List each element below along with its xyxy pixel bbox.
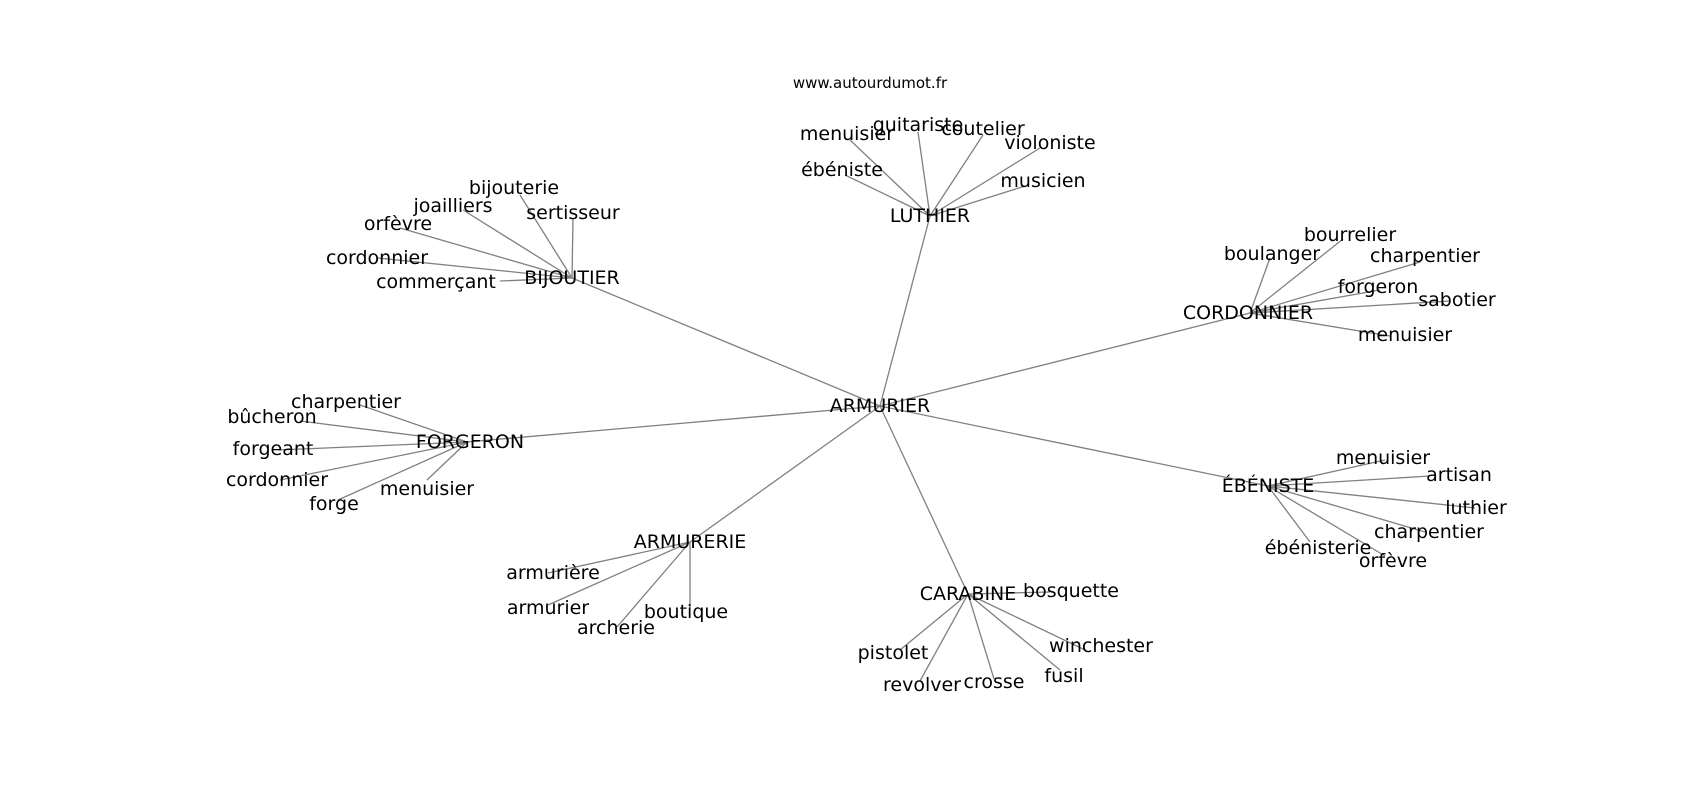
edge-cordonnier-forgeron [1249, 289, 1381, 314]
node-hub-bijoutier: BIJOUTIER [524, 267, 620, 289]
node-leaf-forgeron-cordonnier: cordonnier [226, 469, 328, 491]
edge-armurerie-archerie [616, 541, 691, 628]
node-leaf-ebeniste-charpentier: charpentier [1374, 521, 1484, 543]
edge-ebeniste-ebenisterie [1267, 485, 1311, 543]
node-hub-cordonnier: CORDONNIER [1183, 302, 1313, 324]
node-leaf-bijoutier-joailliers: joailliers [412, 195, 492, 217]
edge-cordonnier-menuisier [1249, 312, 1391, 337]
node-leaf-bijoutier-sertisseur: sertisseur [526, 202, 620, 224]
edge-carabine-bosquette [967, 591, 1051, 595]
node-leaf-luthier-guitariste: guitariste [873, 114, 964, 136]
node-hub-ebeniste: ÉBÉNISTE [1222, 474, 1315, 497]
graph-edges [277, 131, 1476, 682]
edge-ebeniste-artisan [1267, 475, 1431, 487]
node-leaf-cordonnier-forgeron: forgeron [1338, 276, 1419, 298]
edge-ebeniste-charpentier [1267, 485, 1426, 533]
graph-labels: ARMURIERLUTHIERmenuisierguitaristecoutel… [226, 114, 1507, 696]
node-leaf-ebeniste-menuisier: menuisier [1336, 447, 1430, 469]
edge-cordonnier-boulanger [1249, 257, 1271, 314]
edge-ebeniste-orfevre [1267, 485, 1386, 557]
edge-bijoutier-bijouterie [519, 194, 573, 279]
node-leaf-carabine-pistolet: pistolet [858, 642, 929, 664]
node-leaf-luthier-coutelier: coutelier [941, 118, 1024, 140]
node-leaf-bijoutier-orfevre: orfèvre [364, 213, 432, 235]
node-leaf-carabine-fusil: fusil [1044, 665, 1083, 687]
edge-carabine-winchester [967, 593, 1086, 651]
edge-forgeron-forgeant [277, 441, 468, 451]
edge-root-ebeniste [879, 405, 1269, 487]
node-leaf-luthier-musicien: musicien [1000, 170, 1085, 192]
edge-luthier-violoniste [929, 147, 1041, 217]
node-hub-carabine: CARABINE [920, 583, 1017, 605]
node-leaf-ebeniste-orfevre: orfèvre [1359, 550, 1427, 572]
edge-carabine-fusil [967, 593, 1061, 671]
edge-carabine-pistolet [899, 593, 969, 651]
edge-carabine-crosse [967, 593, 995, 680]
edge-armurerie-armuriere [547, 541, 691, 574]
node-leaf-bijoutier-commercant: commerçant [376, 271, 496, 293]
node-leaf-forgeron-charpentier: charpentier [291, 391, 401, 413]
node-leaf-carabine-revolver: revolver [883, 674, 961, 696]
node-leaf-carabine-crosse: crosse [964, 671, 1025, 693]
edge-ebeniste-menuisier [1267, 459, 1386, 487]
edge-root-carabine [879, 405, 969, 595]
node-leaf-ebeniste-ebenisterie: ébénisterie [1265, 537, 1372, 559]
edge-luthier-guitariste [917, 131, 931, 217]
node-leaf-forgeron-menuisier: menuisier [380, 478, 474, 500]
edge-forgeron-bucheron [299, 420, 468, 443]
node-leaf-armurerie-armuriere: armurière [506, 562, 600, 584]
edge-forgeron-charpentier [359, 404, 468, 443]
node-leaf-ebeniste-luthier: luthier [1445, 497, 1507, 519]
edge-root-luthier [879, 215, 931, 407]
edge-bijoutier-commercant [499, 277, 573, 282]
node-hub-luthier: LUTHIER [890, 205, 970, 227]
node-leaf-luthier-ebeniste: ébéniste [801, 159, 883, 181]
node-leaf-armurerie-archerie: archerie [577, 617, 655, 639]
edge-root-bijoutier [571, 277, 881, 407]
node-hub-forgeron: FORGERON [416, 431, 524, 453]
edge-armurerie-armurier [547, 541, 691, 606]
node-leaf-luthier-menuisier: menuisier [800, 123, 894, 145]
node-leaf-forgeron-forge: forge [309, 493, 359, 515]
node-leaf-armurerie-boutique: boutique [644, 601, 728, 623]
edge-forgeron-menuisier [426, 441, 468, 481]
edge-bijoutier-joailliers [462, 209, 573, 279]
node-leaf-bijoutier-bijouterie: bijouterie [469, 177, 559, 199]
node-root: ARMURIER [830, 395, 931, 417]
edge-root-armurerie [689, 405, 881, 543]
node-leaf-cordonnier-sabotier: sabotier [1418, 289, 1496, 311]
edge-luthier-ebeniste [844, 174, 931, 217]
edge-luthier-musicien [929, 185, 1026, 217]
node-leaf-cordonnier-menuisier: menuisier [1358, 324, 1452, 346]
node-leaf-ebeniste-artisan: artisan [1426, 464, 1492, 486]
edge-cordonnier-sabotier [1249, 300, 1451, 314]
node-leaf-cordonnier-charpentier: charpentier [1370, 245, 1480, 267]
node-leaf-carabine-bosquette: bosquette [1023, 580, 1119, 602]
node-leaf-armurerie-armurier: armurier [507, 597, 589, 619]
edge-luthier-menuisier [849, 139, 931, 217]
edge-forgeron-cordonnier [279, 441, 468, 481]
edge-cordonnier-bourrelier [1249, 238, 1344, 314]
edge-root-forgeron [466, 405, 881, 443]
node-leaf-cordonnier-boulanger: boulanger [1224, 243, 1320, 265]
edge-carabine-revolver [919, 593, 969, 682]
node-leaf-bijoutier-cordonnier: cordonnier [326, 247, 428, 269]
edge-bijoutier-sertisseur [571, 217, 574, 279]
edge-bijoutier-cordonnier [377, 257, 573, 279]
edge-bijoutier-orfevre [399, 227, 573, 279]
edge-luthier-coutelier [929, 134, 984, 217]
node-hub-armurerie: ARMURERIE [634, 531, 747, 553]
watermark-text: www.autourdumot.fr [793, 74, 948, 92]
edge-root-cordonnier [879, 312, 1251, 407]
node-leaf-carabine-winchester: winchester [1049, 635, 1153, 657]
node-leaf-luthier-violoniste: violoniste [1004, 132, 1095, 154]
edge-cordonnier-charpentier [1249, 261, 1421, 314]
node-leaf-cordonnier-bourrelier: bourrelier [1304, 224, 1397, 246]
edge-ebeniste-luthier [1267, 485, 1476, 509]
edge-forgeron-forge [337, 441, 468, 501]
node-leaf-forgeron-bucheron: bûcheron [227, 406, 316, 428]
node-leaf-forgeron-forgeant: forgeant [233, 438, 314, 460]
